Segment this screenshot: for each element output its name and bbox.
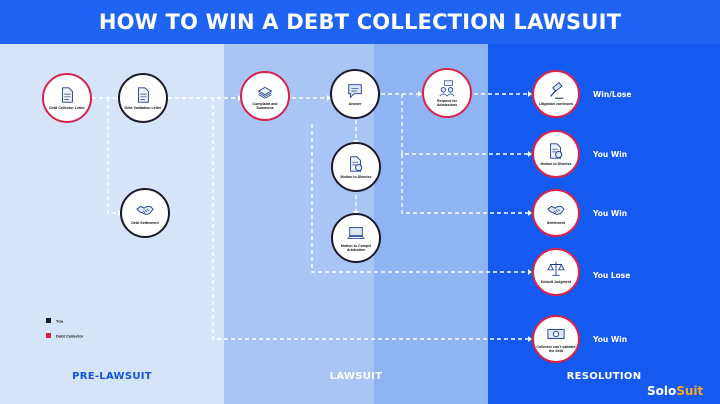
arrowhead bbox=[528, 269, 532, 275]
laptop-icon bbox=[347, 226, 365, 239]
debt-collector-letter-node: Debt Collector Letter bbox=[42, 73, 92, 123]
answer-node: Answer bbox=[330, 69, 380, 119]
arrowhead bbox=[327, 95, 331, 101]
outcome-validate: You Win bbox=[593, 335, 628, 344]
arrowhead bbox=[528, 151, 532, 157]
settlement-node: Settlement bbox=[532, 189, 580, 237]
papers-stack-icon bbox=[257, 86, 273, 99]
complaint-summons-node: Complaint and Summons bbox=[240, 71, 290, 121]
arrowhead bbox=[418, 91, 422, 97]
speech-bubble-icon bbox=[348, 84, 362, 99]
legend-collector: Debt Collector bbox=[46, 327, 83, 345]
document-icon bbox=[62, 87, 73, 103]
default-judgment-node: Default Judgment bbox=[532, 248, 580, 296]
money-check-icon bbox=[547, 328, 565, 339]
motion-to-dismiss-node: Motion to Dismiss bbox=[331, 142, 381, 192]
legend-swatch-collector bbox=[46, 333, 51, 339]
connector bbox=[311, 124, 528, 273]
document-icon bbox=[138, 87, 149, 103]
solosuit-logo: SoloSuit bbox=[647, 384, 704, 398]
resolution-column bbox=[488, 44, 720, 404]
litigation-continues-node: Litigation continues bbox=[532, 70, 580, 118]
scales-icon bbox=[547, 261, 565, 276]
column-label-lawsuit: LAWSUIT bbox=[329, 371, 383, 382]
connector bbox=[212, 98, 528, 340]
debt-validation-letter-node: Debt Validation Letter bbox=[118, 73, 168, 123]
people-chat-icon bbox=[439, 80, 455, 97]
gavel-icon bbox=[550, 81, 564, 99]
connector bbox=[401, 154, 528, 214]
motion-to-compel-arbitration-node: Motion to Compel Arbitration bbox=[331, 213, 381, 263]
outcome-dismiss: You Win bbox=[593, 150, 628, 159]
arrowhead bbox=[528, 336, 532, 342]
title-bar: HOW TO WIN A DEBT COLLECTION LAWSUIT bbox=[0, 0, 720, 44]
outcome-litigation: Win/Lose bbox=[593, 90, 632, 99]
pre-lawsuit-column bbox=[0, 44, 224, 404]
request-for-admissions-node: Request for Admissions bbox=[422, 68, 472, 118]
legend-you: You bbox=[46, 312, 63, 330]
connector bbox=[107, 98, 118, 214]
arrowhead bbox=[528, 91, 532, 97]
document-gear-icon bbox=[550, 143, 563, 159]
outcome-settlement: You Win bbox=[593, 209, 628, 218]
page-title: HOW TO WIN A DEBT COLLECTION LAWSUIT bbox=[98, 10, 622, 34]
column-label-pre-lawsuit: PRE-LAWSUIT bbox=[72, 371, 152, 382]
document-gear-icon bbox=[350, 156, 363, 172]
handshake-icon bbox=[136, 205, 154, 215]
legend-swatch-you bbox=[46, 318, 51, 324]
handshake-icon bbox=[547, 205, 565, 215]
resolution-motion-to-dismiss-node: Motion to Dismiss bbox=[532, 130, 580, 178]
collector-cant-validate-node: Collector can't validate the debt bbox=[532, 315, 580, 363]
arrowhead bbox=[528, 210, 532, 216]
column-label-resolution: RESOLUTION bbox=[566, 371, 642, 382]
debt-settlement-node: Debt Settlement bbox=[120, 188, 170, 238]
outcome-default: You Lose bbox=[593, 271, 631, 280]
